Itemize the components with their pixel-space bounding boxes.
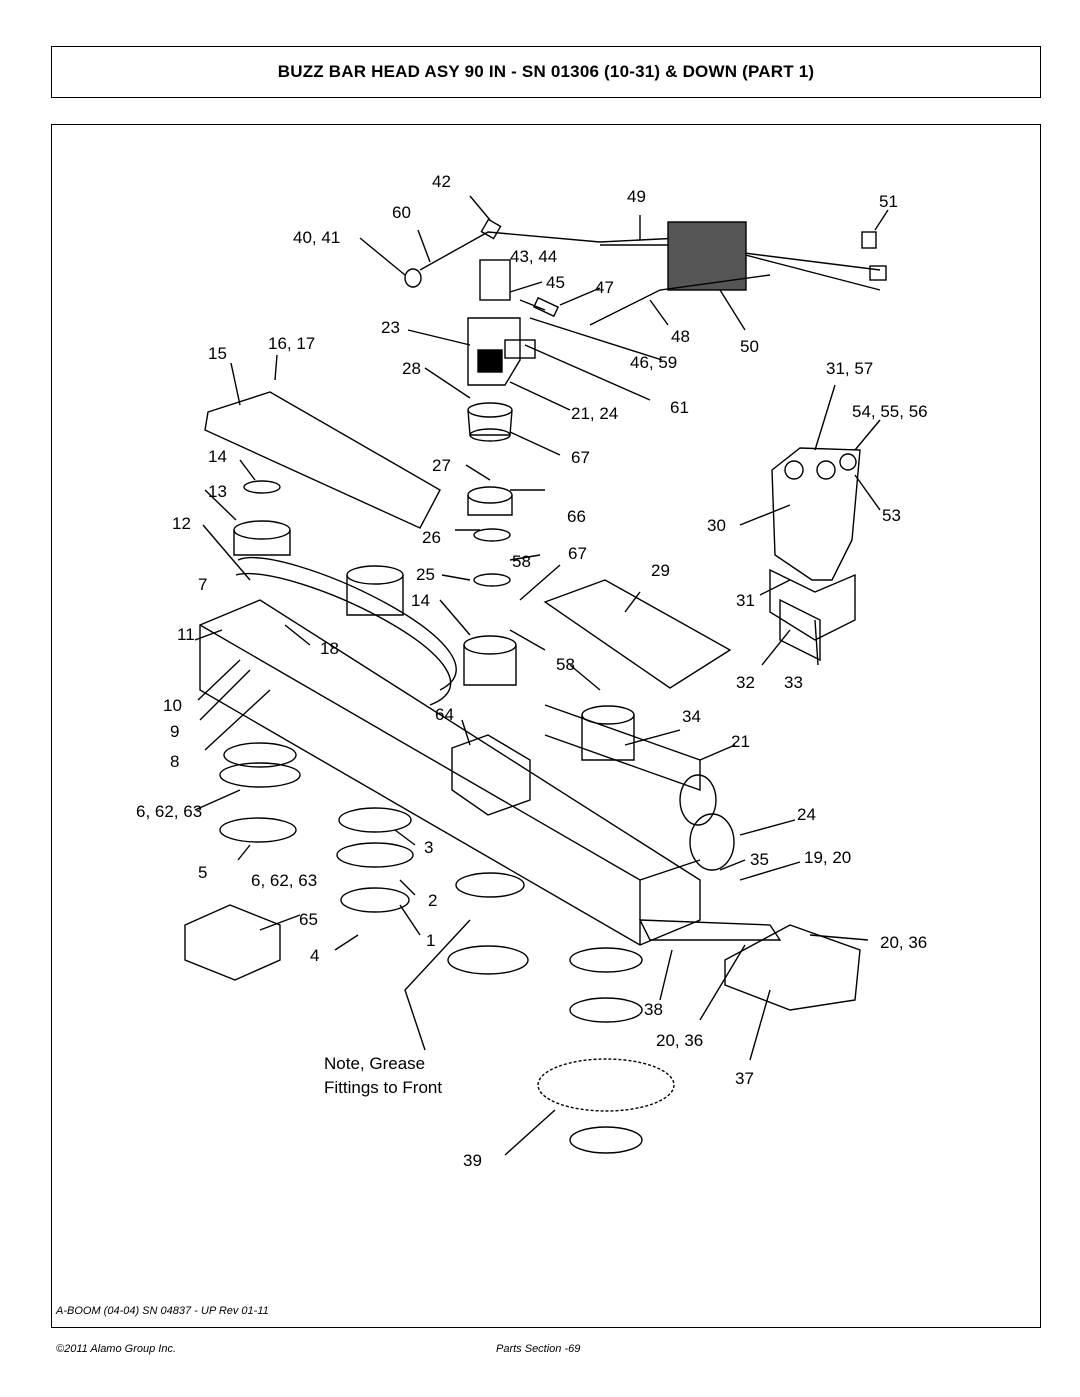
guard [184, 904, 281, 981]
callout-31-57: 31, 57 [826, 359, 873, 378]
callout-47: 47 [595, 278, 614, 297]
callout-49: 49 [627, 187, 646, 206]
callout-27: 27 [432, 456, 451, 475]
callout-13: 13 [208, 482, 227, 501]
callout-51: 51 [879, 192, 898, 211]
callout-23: 23 [381, 318, 400, 337]
callout-21-24: 21, 24 [571, 404, 618, 423]
callout-64: 64 [435, 705, 454, 724]
motor [467, 317, 521, 386]
callout-30: 30 [707, 516, 726, 535]
cover-right [543, 579, 732, 689]
callout-38: 38 [644, 1000, 663, 1019]
callout-21: 21 [731, 732, 750, 751]
callout-53: 53 [882, 506, 901, 525]
callout-50: 50 [740, 337, 759, 356]
callout-67-mid: 67 [568, 544, 587, 563]
spindle-housing [451, 734, 531, 816]
callout-20-36-right: 20, 36 [880, 933, 927, 952]
title-box: BUZZ BAR HEAD ASY 90 IN - SN 01306 (10-3… [51, 46, 1041, 98]
callout-6-62-63-center: 6, 62, 63 [251, 871, 317, 890]
main-beam [199, 599, 701, 946]
callout-32: 32 [736, 673, 755, 692]
callout-45: 45 [546, 273, 565, 292]
callout-58-top: 58 [512, 552, 531, 571]
callout-9: 9 [170, 722, 179, 741]
page-number: Parts Section -69 [496, 1343, 581, 1355]
callout-4: 4 [310, 946, 319, 965]
callout-37: 37 [735, 1069, 754, 1088]
callout-58-mid: 58 [556, 655, 575, 674]
callout-25: 25 [416, 565, 435, 584]
callout-35: 35 [750, 850, 769, 869]
callout-67-top: 67 [571, 448, 590, 467]
callout-34: 34 [682, 707, 701, 726]
callout-10: 10 [163, 696, 182, 715]
callout-60: 60 [392, 203, 411, 222]
note-line-1: Note, Grease [324, 1054, 425, 1073]
callout-3: 3 [424, 838, 433, 857]
callout-6-62-63-left: 6, 62, 63 [136, 802, 202, 821]
callout-14-mid: 14 [411, 591, 430, 610]
cover-left [204, 391, 441, 529]
callout-14-left: 14 [208, 447, 227, 466]
hose-sleeve [667, 221, 747, 291]
callout-66: 66 [567, 507, 586, 526]
callout-48: 48 [671, 327, 690, 346]
fitting [404, 268, 422, 288]
callout-15: 15 [208, 344, 227, 363]
callout-28: 28 [402, 359, 421, 378]
deflector [724, 924, 861, 1011]
copyright-text: ©2011 Alamo Group Inc. [56, 1343, 177, 1355]
diagram-drawing [184, 195, 889, 1156]
callout-12: 12 [172, 514, 191, 533]
callout-8: 8 [170, 752, 179, 771]
callout-1: 1 [426, 931, 435, 950]
callout-11: 11 [177, 625, 195, 644]
callout-19-20: 19, 20 [804, 848, 851, 867]
callout-labels: 42 49 51 60 40, 41 43, 44 45 47 48 50 23… [136, 172, 928, 1170]
callout-2: 2 [428, 891, 437, 910]
valve-block [479, 259, 511, 301]
callout-18: 18 [320, 639, 339, 658]
note-line-2: Fittings to Front [324, 1078, 442, 1097]
callout-7: 7 [198, 575, 207, 594]
callout-39: 39 [463, 1151, 482, 1170]
callout-26: 26 [422, 528, 441, 547]
callout-29: 29 [651, 561, 670, 580]
callout-16-17: 16, 17 [268, 334, 315, 353]
diagram-frame [51, 124, 1041, 1328]
mount-bracket [771, 447, 861, 581]
callout-20-36-bottom: 20, 36 [656, 1031, 703, 1050]
callout-24: 24 [797, 805, 816, 824]
page-title: BUZZ BAR HEAD ASY 90 IN - SN 01306 (10-3… [277, 62, 815, 81]
callout-43-44: 43, 44 [510, 247, 557, 266]
saw-blade [537, 1058, 675, 1112]
callout-5: 5 [198, 863, 207, 882]
callout-33: 33 [784, 673, 803, 692]
callout-61: 61 [670, 398, 689, 417]
callout-46-59: 46, 59 [630, 353, 677, 372]
revision-text: A-BOOM (04-04) SN 04837 - UP Rev 01-11 [56, 1305, 269, 1317]
callout-54-55-56: 54, 55, 56 [852, 402, 928, 421]
callout-31: 31 [736, 591, 755, 610]
callout-40-41: 40, 41 [293, 228, 340, 247]
callout-42: 42 [432, 172, 451, 191]
callout-65: 65 [299, 910, 318, 929]
